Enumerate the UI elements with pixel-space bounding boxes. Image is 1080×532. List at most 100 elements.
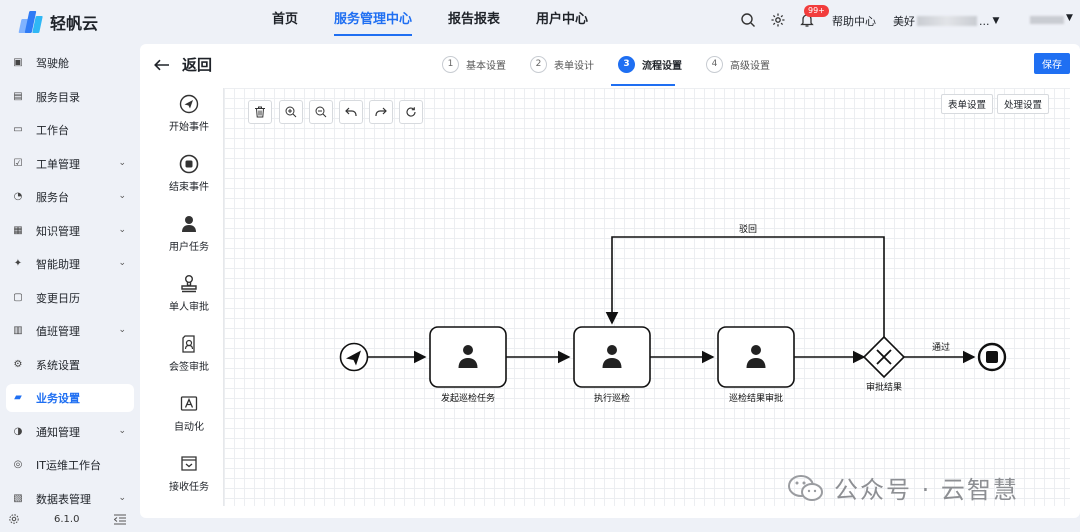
dashboard-icon: ▣ bbox=[13, 57, 23, 68]
start-event-node[interactable] bbox=[339, 342, 369, 372]
search-icon[interactable] bbox=[740, 12, 756, 28]
reject-label: 驳回 bbox=[739, 224, 757, 235]
topnav-service-center[interactable]: 服务管理中心 bbox=[334, 0, 413, 42]
palette-label: 单人审批 bbox=[169, 302, 209, 313]
zoom-in-icon bbox=[285, 106, 297, 118]
node-palette: 开始事件 结束事件 用户任务 单人审批 会签审批 自动化 接收任务 bbox=[154, 88, 224, 506]
chevron-down-icon[interactable]: ⌄ bbox=[118, 191, 126, 201]
palette-automation[interactable]: 自动化 bbox=[154, 394, 224, 433]
palette-countersign[interactable]: 会签审批 bbox=[154, 334, 224, 373]
org-caret-down-icon[interactable]: ▼ bbox=[1066, 13, 1073, 23]
sidebar-item-1[interactable]: ▤服务目录 bbox=[6, 83, 134, 111]
palette-start-event[interactable]: 开始事件 bbox=[154, 94, 224, 133]
undo-button[interactable] bbox=[339, 100, 363, 124]
sidebar-item-6[interactable]: ✦智能助理⌄ bbox=[6, 250, 134, 278]
topnav-reports[interactable]: 报告报表 bbox=[448, 12, 501, 27]
chevron-down-icon[interactable]: ⌄ bbox=[118, 492, 126, 503]
zoom-out-button[interactable] bbox=[309, 100, 333, 124]
app-logo[interactable]: 轻帆云 bbox=[18, 10, 98, 34]
palette-label: 会签审批 bbox=[169, 362, 209, 373]
palette-end-event[interactable]: 结束事件 bbox=[154, 154, 224, 193]
sidebar-item-label: 驾驶舱 bbox=[36, 57, 69, 70]
org-name-blur[interactable] bbox=[1030, 16, 1064, 24]
top-bar: 轻帆云 首页 服务管理中心 报告报表 用户中心 99+ 帮助中心 美好 ... … bbox=[0, 0, 1080, 42]
back-button[interactable]: 返回 bbox=[154, 54, 212, 75]
help-center-link[interactable]: 帮助中心 bbox=[832, 15, 876, 28]
form-settings-button[interactable]: 表单设置 bbox=[941, 94, 994, 114]
topnav-home[interactable]: 首页 bbox=[272, 12, 299, 27]
sidebar-item-label: 知识管理 bbox=[36, 224, 80, 238]
user-name-blur bbox=[917, 16, 977, 26]
palette-receive-task[interactable]: 接收任务 bbox=[154, 454, 224, 493]
chevron-down-icon[interactable]: ⌄ bbox=[118, 224, 126, 235]
chevron-down-icon[interactable]: ⌄ bbox=[118, 425, 126, 436]
app-name: 轻帆云 bbox=[50, 14, 99, 33]
sidebar-item-label: 工作台 bbox=[36, 124, 69, 137]
sidebar-item-4[interactable]: ◔服务台⌄ bbox=[6, 183, 134, 211]
headset-icon: ◔ bbox=[13, 191, 23, 202]
watermark-text: 公众号 · 云智慧 bbox=[834, 476, 1019, 504]
sidebar-item-0[interactable]: ▣ 驾驶舱 bbox=[6, 49, 134, 77]
palette-label: 结束事件 bbox=[169, 182, 209, 193]
sidebar-item-label: 工单管理 bbox=[36, 157, 80, 171]
palette-label: 开始事件 bbox=[169, 122, 209, 133]
task-node-2[interactable] bbox=[573, 326, 651, 388]
gateway-label: 审批结果 bbox=[866, 381, 902, 393]
task-node-1[interactable] bbox=[429, 326, 507, 388]
process-settings-button[interactable]: 处理设置 bbox=[997, 94, 1050, 114]
step-label: 高级设置 bbox=[730, 60, 770, 72]
palette-user-task[interactable]: 用户任务 bbox=[154, 214, 224, 253]
table-icon: ▧ bbox=[13, 492, 23, 504]
zoom-in-button[interactable] bbox=[279, 100, 303, 124]
arrow-left-icon bbox=[154, 59, 169, 70]
sidebar-item-13[interactable]: ▧数据表管理⌄ bbox=[6, 485, 134, 513]
task-label-1: 发起巡检任务 bbox=[441, 392, 495, 404]
sidebar-item-8[interactable]: ▥值班管理⌄ bbox=[6, 317, 134, 345]
undo-icon bbox=[345, 107, 357, 116]
reset-button[interactable] bbox=[399, 100, 423, 124]
sidebar-item-7[interactable]: ▢变更日历 bbox=[6, 284, 134, 312]
step-advanced[interactable]: 4 高级设置 bbox=[706, 54, 770, 74]
flow-canvas[interactable]: 表单设置 处理设置 bbox=[224, 88, 1070, 506]
top-nav: 首页 服务管理中心 报告报表 用户中心 bbox=[272, 0, 624, 42]
palette-label: 用户任务 bbox=[169, 242, 209, 253]
sidebar-item-10[interactable]: ▰业务设置 bbox=[6, 384, 134, 412]
topnav-user-center[interactable]: 用户中心 bbox=[536, 12, 589, 27]
gear-icon[interactable] bbox=[770, 12, 786, 28]
sidebar-footer: 6.1.0 bbox=[0, 508, 140, 532]
sidebar: ▣驾驶舱▤服务目录▭工作台☑工单管理⌄◔服务台⌄▦知识管理⌄✦智能助理⌄▢变更日… bbox=[0, 46, 140, 532]
redo-icon bbox=[375, 107, 387, 116]
sidebar-item-9[interactable]: ⚙系统设置 bbox=[6, 351, 134, 379]
zoom-out-icon bbox=[315, 106, 327, 118]
chevron-down-icon[interactable]: ⌄ bbox=[118, 325, 126, 335]
chevron-down-icon[interactable]: ⌄ bbox=[118, 258, 126, 268]
step-number: 2 bbox=[530, 55, 547, 73]
sidebar-item-3[interactable]: ☑工单管理⌄ bbox=[6, 150, 134, 178]
end-event-node[interactable] bbox=[977, 342, 1007, 372]
sidebar-item-12[interactable]: ◎IT运维工作台 bbox=[6, 451, 134, 479]
calendar-icon: ▢ bbox=[13, 291, 23, 303]
redo-button[interactable] bbox=[369, 100, 393, 124]
step-number: 4 bbox=[706, 55, 723, 73]
task-node-3[interactable] bbox=[717, 326, 795, 388]
sidebar-item-2[interactable]: ▭工作台 bbox=[6, 116, 134, 144]
user-menu[interactable]: 美好 ... ▼ bbox=[893, 13, 999, 29]
countersign-icon bbox=[182, 335, 195, 353]
delete-button[interactable] bbox=[248, 100, 272, 124]
palette-single-approval[interactable]: 单人审批 bbox=[154, 274, 224, 313]
sidebar-item-11[interactable]: ◑通知管理⌄ bbox=[6, 418, 134, 446]
settings-gear-icon[interactable] bbox=[8, 513, 20, 525]
edge-reject-loop[interactable] bbox=[605, 236, 885, 337]
wechat-icon bbox=[788, 474, 823, 501]
gateway-node[interactable] bbox=[862, 335, 906, 379]
sidebar-item-5[interactable]: ▦知识管理⌄ bbox=[6, 217, 134, 245]
ops-icon: ◎ bbox=[13, 459, 23, 470]
chevron-down-icon[interactable]: ⌄ bbox=[118, 157, 126, 168]
caret-down-icon: ▼ bbox=[992, 16, 1000, 26]
collapse-sidebar-icon[interactable] bbox=[114, 514, 126, 525]
save-button[interactable]: 保存 bbox=[1034, 53, 1070, 74]
